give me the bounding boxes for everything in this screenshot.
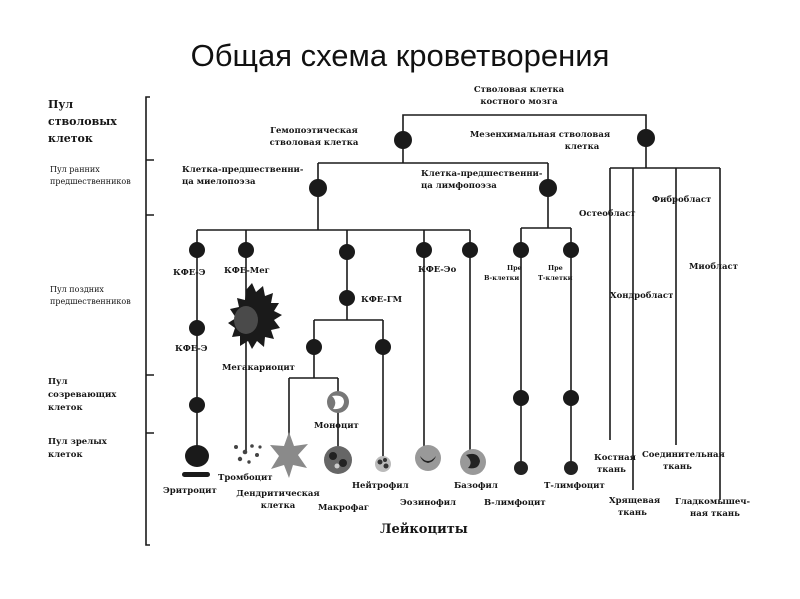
label-platelet: Тромбоцит [218, 472, 273, 483]
cells [182, 129, 655, 478]
eosinophil-cell [415, 445, 441, 471]
label-leukocytes: Лейкоциты [380, 522, 468, 537]
pool-late-line2: предшественников [50, 297, 131, 306]
node-labels: Стволовая клетка костного мозга Гемопоэт… [163, 85, 751, 537]
platelet-cells [234, 444, 262, 464]
pool-stem-line2: стволовых [48, 115, 117, 128]
label-erythrocyte: Эритроцит [163, 486, 217, 496]
pool-bracket [145, 96, 154, 546]
label-pre-t-line1: Пре [548, 264, 563, 272]
label-smooth-line1: Гладкомышеч- [675, 497, 751, 507]
label-osteoblast: Остеобласт [579, 208, 636, 219]
b-lymphocyte-cell [514, 461, 528, 475]
label-cfu-meg: КФЕ-Мег [224, 266, 270, 276]
label-dendritic-line1: Дендритическая [236, 489, 319, 499]
pre-t-cell [563, 242, 579, 258]
pool-stem-line3: клеток [48, 132, 93, 145]
t-lymphocyte-cell [564, 461, 578, 475]
label-cfu-e2: КФЕ-Э [175, 344, 208, 354]
pool-labels: Пул стволовых клеток Пул ранних предшест… [48, 98, 131, 460]
label-cfu-eo: КФЕ-Эо [418, 265, 457, 275]
neutrophil-cell [375, 456, 391, 472]
label-neutrophil: Нейтрофил [352, 480, 409, 491]
label-connective-line1: Соединительная [642, 450, 725, 460]
neutrophil-progenitor-cell [375, 339, 391, 355]
label-monocyte: Моноцит [314, 421, 359, 431]
label-bm-stem-line1: Стволовая клетка [474, 85, 565, 95]
dendritic-cell [270, 432, 308, 478]
basophil-progenitor-cell [462, 242, 478, 258]
label-t-lymphocyte: Т-лимфоцит [544, 481, 605, 491]
pool-stem-line1: Пул [48, 98, 73, 111]
label-hsc-line1: Гемопоэтическая [270, 126, 358, 136]
label-basophil: Базофил [454, 481, 498, 491]
label-dendritic-line2: клетка [261, 501, 296, 511]
label-cfu-e: КФЕ-Э [173, 268, 206, 278]
label-macrophage: Макрофаг [318, 503, 369, 513]
monocyte-progenitor-cell [306, 339, 322, 355]
pool-mature-line2: клеток [48, 450, 83, 460]
label-eosinophil: Эозинофил [400, 498, 456, 508]
slide-title: Общая схема кроветворения [190, 38, 610, 73]
myeloid-progenitor-cell [309, 179, 327, 197]
pool-mature-line1: Пул зрелых [48, 437, 108, 447]
label-myelo-line2: ца миелопоэза [182, 177, 256, 187]
label-msc-line1: Мезенхимальная стволовая [470, 130, 610, 140]
cfu-e2-cell [189, 320, 205, 336]
label-hsc-line2: стволовая клетка [270, 138, 359, 148]
label-smooth-line2: ная ткань [690, 509, 740, 519]
pool-maturing-line1: Пул [48, 377, 67, 387]
b-maturing-cell [513, 390, 529, 406]
label-megakaryocyte: Мегакариоцит [222, 363, 295, 373]
lineage-lines [196, 114, 721, 500]
label-connective-line2: ткань [663, 462, 692, 472]
pool-early-line1: Пул ранних [50, 165, 100, 174]
cfu-meg-cell [238, 242, 254, 258]
label-fibroblast: Фибробласт [652, 194, 711, 205]
label-lympho-line1: Клетка-предшественни- [421, 169, 543, 179]
lymphoid-progenitor-cell [539, 179, 557, 197]
label-msc-line2: клетка [565, 142, 600, 152]
label-pre-b-line1: Пре [507, 264, 522, 272]
monocyte-cell [327, 391, 349, 413]
myeloid-branch-cell [339, 244, 355, 260]
bone-marrow-stem-cell [394, 131, 412, 149]
megakaryocyte-cell [228, 283, 282, 349]
label-cartilage-line1: Хрящевая [609, 496, 660, 506]
pool-maturing-line3: клеток [48, 403, 83, 413]
label-pre-t-line2: Т-клетки [538, 274, 573, 282]
pool-early-line2: предшественников [50, 177, 131, 186]
erythrocyte-cell [182, 445, 210, 477]
macrophage-cell [324, 446, 352, 474]
label-lympho-line2: ца лимфопоэза [421, 181, 497, 191]
label-cartilage-line2: ткань [618, 508, 647, 518]
pool-late-line1: Пул поздних [50, 285, 104, 294]
cfu-gm-cell [339, 290, 355, 306]
t-maturing-cell [563, 390, 579, 406]
cfu-e-cell [189, 242, 205, 258]
label-pre-b-line2: В-клетки [484, 274, 519, 282]
label-myoblast: Миобласт [689, 261, 738, 272]
pre-b-cell [513, 242, 529, 258]
label-bone-line2: ткань [597, 465, 626, 475]
label-bone-line1: Костная [594, 453, 636, 463]
basophil-cell [460, 449, 486, 475]
cfu-eo-cell [416, 242, 432, 258]
label-b-lymphocyte: В-лимфоцит [484, 498, 546, 508]
mesenchymal-stem-cell [637, 129, 655, 147]
label-cfu-gm: КФЕ-ГМ [361, 295, 403, 305]
label-bm-stem-line2: костного мозга [480, 97, 558, 107]
label-chondroblast: Хондробласт [610, 290, 673, 301]
erythroid-maturing-cell [189, 397, 205, 413]
label-myelo-line1: Клетка-предшественни- [182, 165, 304, 175]
pool-maturing-line2: созревающих [48, 390, 117, 400]
